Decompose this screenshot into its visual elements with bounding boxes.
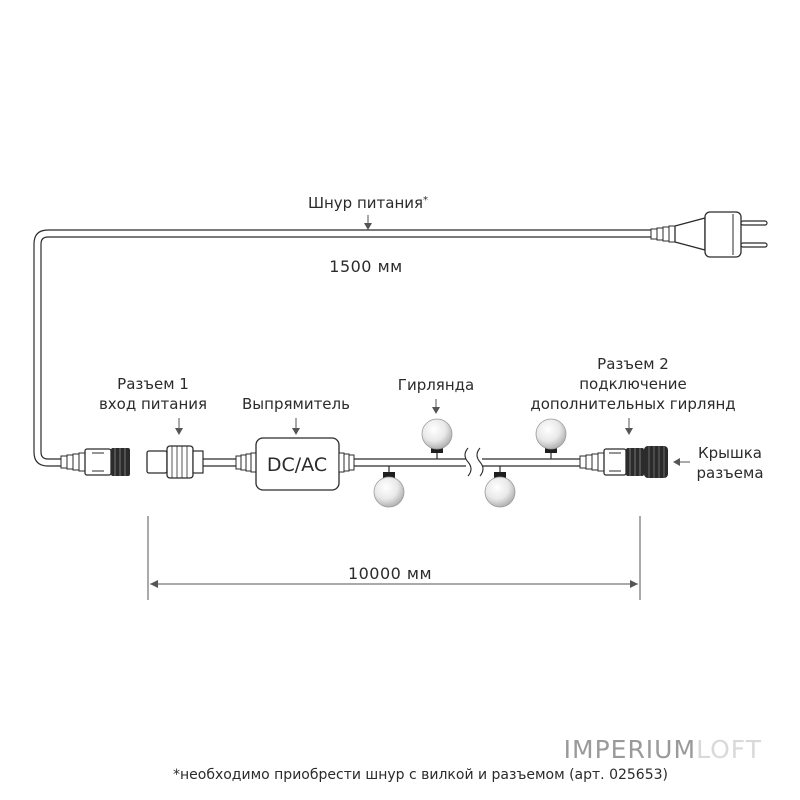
bulb-icon bbox=[421, 418, 453, 459]
connector-1-label-line1: Разъем 1 bbox=[117, 375, 189, 393]
garland-wire-lead bbox=[203, 452, 257, 473]
power-cord-pointer bbox=[364, 215, 372, 230]
plug-icon bbox=[650, 211, 768, 258]
garland-cable bbox=[354, 447, 580, 477]
brand-logo: IMPERIUMLOFT bbox=[564, 735, 762, 764]
garland-length-label: 10000 мм bbox=[348, 564, 432, 583]
connector-1-pointer bbox=[175, 418, 183, 435]
power-cord-label: Шнур питания* bbox=[308, 194, 428, 212]
cord-connector-icon bbox=[60, 448, 130, 476]
bulb-icon bbox=[373, 466, 405, 508]
rectifier-label: Выпрямитель bbox=[242, 395, 350, 413]
cap-pointer bbox=[673, 458, 690, 466]
rectifier-pointer bbox=[292, 418, 300, 435]
cap-label-line2: разъема bbox=[696, 464, 763, 482]
garland-length-dimension bbox=[147, 516, 641, 600]
garland-pointer bbox=[432, 399, 440, 414]
connector-1-label-line2: вход питания bbox=[99, 395, 207, 413]
rectifier-strain-relief bbox=[338, 452, 355, 473]
connector-2-icon bbox=[579, 448, 644, 476]
cap-label-line1: Крышка bbox=[698, 444, 762, 462]
rectifier-box-label: DC/AC bbox=[267, 454, 327, 476]
power-cord-length: 1500 мм bbox=[329, 257, 402, 276]
connector-2-label-line3: дополнительных гирлянд bbox=[530, 395, 735, 413]
connector-2-label-line1: Разъем 2 bbox=[597, 355, 669, 373]
garland-label: Гирлянда bbox=[398, 376, 474, 394]
connector-2-pointer bbox=[625, 418, 633, 435]
connector-2-label-line2: подключение bbox=[579, 375, 687, 393]
footnote: *необходимо приобрести шнур с вилкой и р… bbox=[173, 767, 668, 783]
connector-cap-icon bbox=[644, 446, 668, 478]
rectifier-box: DC/AC bbox=[255, 437, 340, 491]
connector-1-icon bbox=[146, 445, 204, 479]
bulb-icon bbox=[484, 466, 516, 508]
power-cord bbox=[33, 229, 652, 467]
bulb-icon bbox=[535, 418, 567, 459]
